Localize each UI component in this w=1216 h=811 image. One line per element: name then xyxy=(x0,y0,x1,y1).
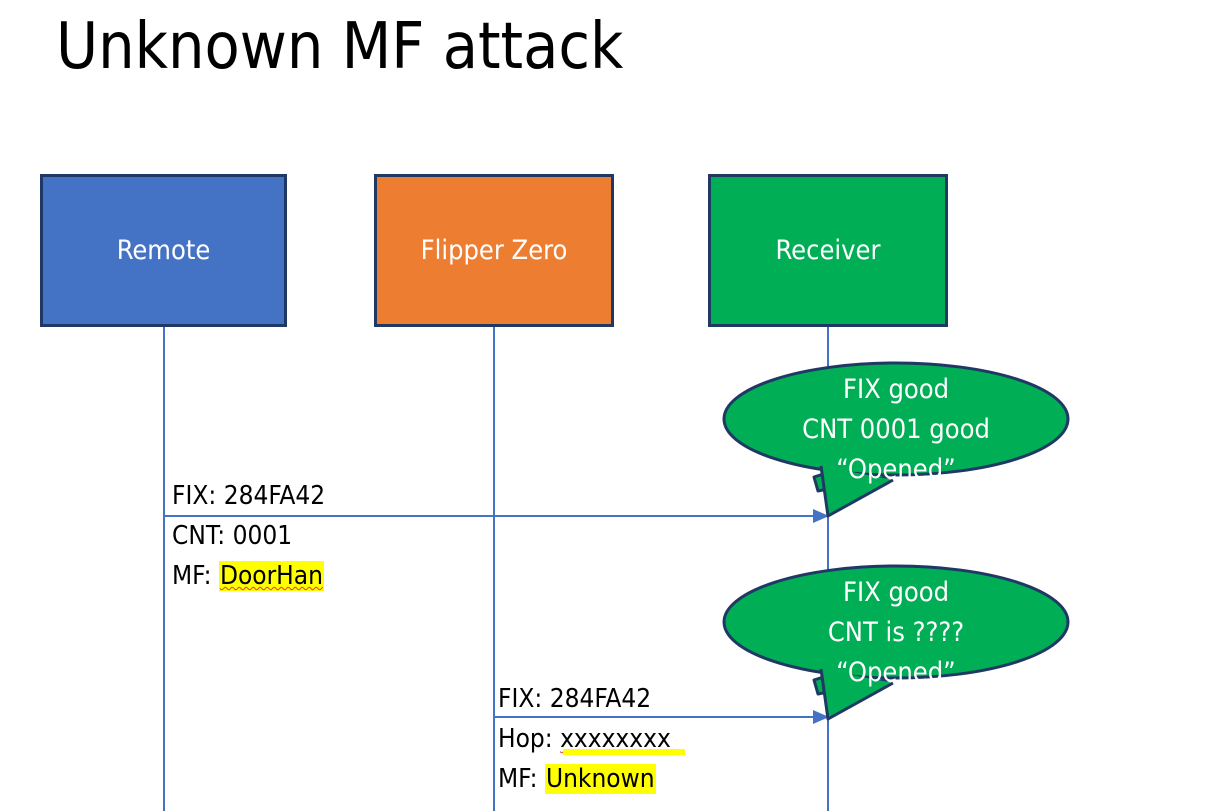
balloon-shape-2 xyxy=(722,564,1070,721)
page-title: Unknown MF attack xyxy=(56,10,624,84)
speech-balloon-2[interactable]: FIX good CNT is ???? “Opened” xyxy=(718,561,1074,724)
message-line-1-2-label: CNT: xyxy=(172,521,233,551)
highlight-strip-hop xyxy=(563,749,685,755)
message-line-2-1-value: 284FA42 xyxy=(549,684,652,714)
actor-box-remote[interactable]: Remote xyxy=(40,174,287,327)
message-line-1-3: MF: DoorHan xyxy=(172,556,325,596)
actor-label-flipper: Flipper Zero xyxy=(420,234,568,266)
message-line-1-1-value: 284FA42 xyxy=(223,481,326,511)
message-arrow-2 xyxy=(494,710,829,724)
balloon-shape-1 xyxy=(722,361,1070,518)
message-line-2-1: FIX: 284FA42 xyxy=(498,679,671,719)
actor-label-receiver: Receiver xyxy=(775,234,881,266)
actor-label-remote: Remote xyxy=(116,234,211,266)
actor-box-flipper[interactable]: Flipper Zero xyxy=(374,174,614,327)
message-line-1-2-value: 0001 xyxy=(232,521,293,551)
message-line-2-1-label: FIX: xyxy=(498,684,550,714)
message-line-2-3-value: Unknown xyxy=(544,764,656,794)
message-line-2-3: MF: Unknown xyxy=(498,759,671,799)
message-line-2-2-label: Hop: xyxy=(498,724,561,754)
lifeline-flipper xyxy=(493,327,495,811)
message-line-1-1: FIX: 284FA42 xyxy=(172,476,325,516)
speech-balloon-1[interactable]: FIX good CNT 0001 good “Opened” xyxy=(718,358,1074,521)
message-line-1-3-value: DoorHan xyxy=(218,561,324,591)
message-line-1-3-label: MF: xyxy=(172,561,219,591)
message-arrow-1 xyxy=(163,509,829,523)
message-line-2-3-label: MF: xyxy=(498,764,545,794)
message-label-2: FIX: 284FA42 Hop: xxxxxxxx MF: Unknown xyxy=(498,679,671,799)
message-line-1-1-label: FIX: xyxy=(172,481,224,511)
actor-box-receiver[interactable]: Receiver xyxy=(708,174,948,327)
message-line-1-2: CNT: 0001 xyxy=(172,516,325,556)
lifeline-remote xyxy=(163,327,165,811)
message-label-1: FIX: 284FA42 CNT: 0001 MF: DoorHan xyxy=(172,476,325,596)
